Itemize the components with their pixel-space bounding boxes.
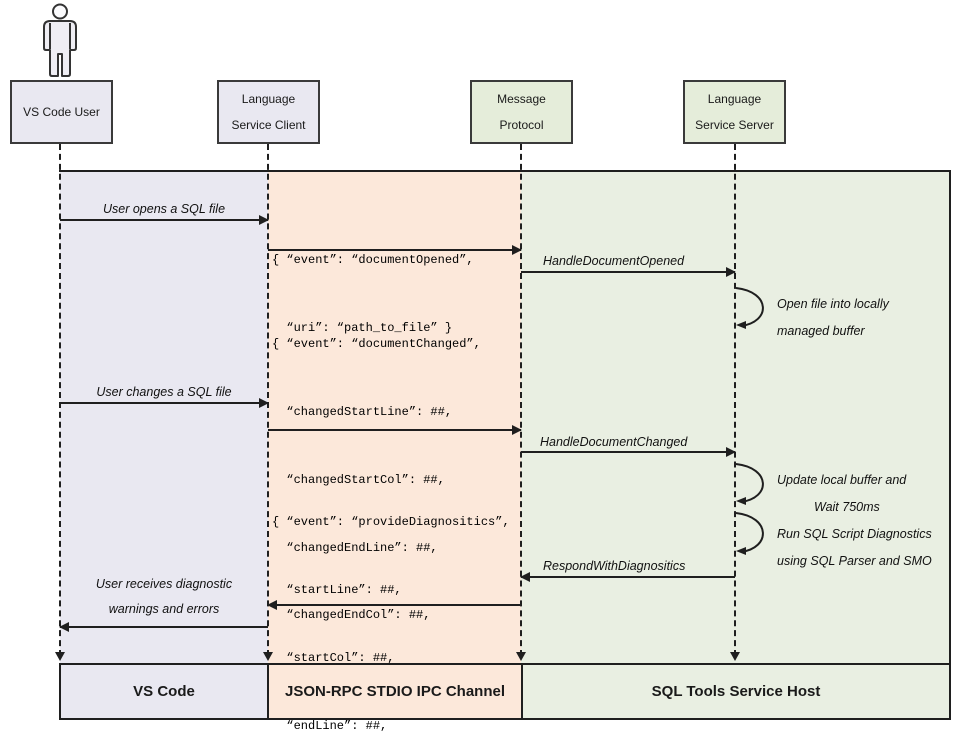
footer-label: SQL Tools Service Host	[651, 683, 821, 700]
json-line: “changedEndLine”: ##,	[272, 540, 438, 555]
footer-label: VS Code	[133, 683, 195, 700]
header-label: Protocol	[499, 118, 544, 132]
label-handle-document-opened: HandleDocumentOpened	[543, 254, 685, 268]
header-label: Language	[241, 92, 296, 106]
self-loop-run-diagnostics	[735, 512, 764, 553]
label-user-receives-line1: User receives diagnostic	[95, 577, 233, 591]
arrow-respond-with-diagnostics	[520, 572, 735, 582]
self-loop-open-file	[735, 287, 764, 327]
note-update-buffer-line1: Update local buffer and	[777, 473, 907, 487]
json-line: “changedStartLine”: ##,	[272, 404, 453, 419]
self-loop-update-buffer	[735, 463, 764, 503]
lane-ipc-channel	[268, 172, 521, 663]
header-label: VS Code User	[23, 105, 100, 119]
arrow-handle-document-changed	[521, 447, 736, 457]
arrow-document-changed-event	[268, 425, 522, 435]
json-line: “changedStartCol”: ##,	[272, 472, 445, 487]
note-open-file-line1: Open file into locally	[777, 297, 889, 311]
header-box-client: Language Service Client	[217, 80, 320, 144]
arrow-document-opened-event	[268, 245, 522, 255]
label-respond-with-diagnostics: RespondWithDiagnositics	[543, 559, 686, 573]
note-open-file-line2: managed buffer	[777, 324, 865, 338]
footer-box-service-host: SQL Tools Service Host	[521, 663, 951, 720]
header-label: Language	[707, 92, 762, 106]
arrow-diagnostics-to-client	[267, 600, 521, 610]
lifeline-end-arrow-icon	[730, 652, 740, 661]
user-actor-icon	[43, 3, 77, 77]
label-user-changes-file: User changes a SQL file	[96, 385, 232, 399]
header-label: Message	[497, 92, 546, 106]
header-label: Service Client	[231, 118, 306, 132]
footer-box-vscode: VS Code	[59, 663, 269, 720]
header-box-protocol: Message Protocol	[470, 80, 573, 144]
header-box-server: Language Service Server	[683, 80, 786, 144]
json-line: “endLine”: ##,	[272, 718, 388, 732]
band-top-border	[59, 170, 951, 172]
label-user-opens-file: User opens a SQL file	[102, 202, 226, 216]
json-line: “uri”: “path_to_file” }	[272, 320, 453, 335]
arrow-user-changes-file	[60, 398, 269, 408]
band-right-border	[949, 170, 951, 720]
json-line: “startLine”: ##,	[272, 582, 402, 597]
note-update-buffer-line2: Wait 750ms	[814, 500, 880, 514]
label-handle-document-changed: HandleDocumentChanged	[540, 435, 688, 449]
json-line: “changedEndCol”: ##,	[272, 608, 431, 623]
label-user-receives-line2: warnings and errors	[108, 602, 220, 616]
note-run-diagnostics-line1: Run SQL Script Diagnostics	[777, 527, 932, 541]
lifeline-end-arrow-icon	[516, 652, 526, 661]
lifeline-end-arrow-icon	[263, 652, 273, 661]
self-loop-arrow-icon	[736, 547, 746, 555]
lifeline-server	[734, 144, 736, 656]
json-line: “startCol”: ##,	[272, 650, 395, 665]
lifeline-protocol	[520, 144, 522, 656]
arrow-diagnostics-to-user	[59, 622, 268, 632]
json-block-provide-diagnostics: { “event”: “provideDiagnositics”, “start…	[272, 466, 510, 732]
arrow-user-opens-file	[60, 215, 269, 225]
header-label: Service Server	[695, 118, 774, 132]
lifeline-end-arrow-icon	[55, 652, 65, 661]
note-run-diagnostics-line2: using SQL Parser and SMO	[777, 554, 932, 568]
footer-label: JSON-RPC STDIO IPC Channel	[284, 683, 506, 700]
arrow-handle-document-opened	[521, 267, 736, 277]
lifeline-user	[59, 144, 61, 656]
header-box-user: VS Code User	[10, 80, 113, 144]
self-loop-arrow-icon	[736, 497, 746, 505]
footer-box-ipc-channel: JSON-RPC STDIO IPC Channel	[267, 663, 523, 720]
self-loop-arrow-icon	[736, 321, 746, 329]
lane-vscode	[60, 172, 268, 663]
json-line: { “event”: “documentChanged”,	[272, 337, 481, 352]
json-block-document-opened: { “event”: “documentOpened”, “uri”: “pat…	[272, 204, 474, 385]
json-line: { “event”: “provideDiagnositics”,	[272, 515, 510, 530]
json-line: { “event”: “documentOpened”,	[272, 253, 474, 268]
